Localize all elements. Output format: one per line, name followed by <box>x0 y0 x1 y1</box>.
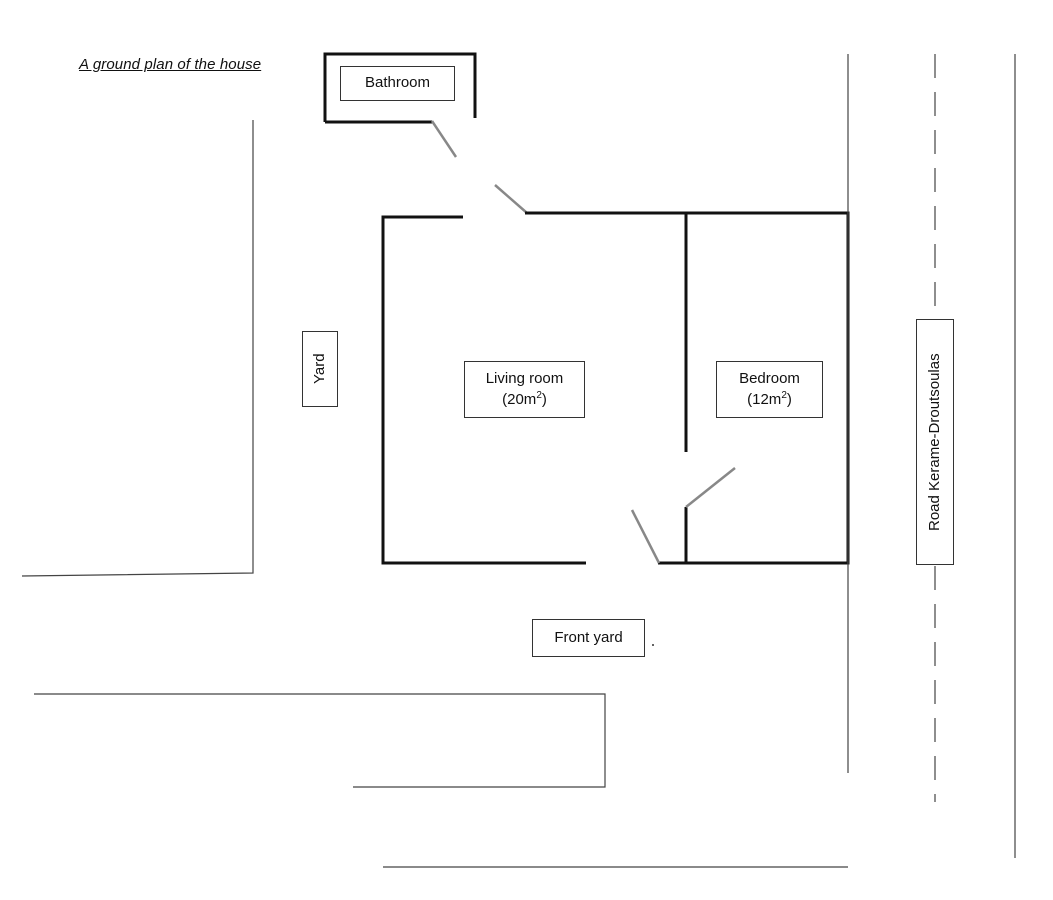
back-door <box>494 184 528 214</box>
living-room-name: Living room <box>485 369 564 387</box>
road-label: Road Kerame-Droutsoulas <box>916 319 954 565</box>
front-yard-label: Front yard <box>532 619 645 657</box>
bathroom-label: Bathroom <box>340 66 455 101</box>
lot-boundary <box>34 693 606 788</box>
yard-boundary <box>21 120 254 577</box>
bedroom-area: (12m2) <box>747 390 792 408</box>
bathroom-door <box>430 120 458 158</box>
bedroom-label: Bedroom (12m2) <box>716 361 823 418</box>
bathroom-wall <box>323 52 477 122</box>
bathroom-name: Bathroom <box>364 74 431 92</box>
living-room-label: Living room (20m2) <box>464 361 585 418</box>
bedroom-door <box>685 467 736 508</box>
front-yard-name: Front yard <box>554 628 623 646</box>
yard-name: Yard <box>310 353 328 385</box>
yard-label: Yard <box>302 331 338 407</box>
house-wall-west <box>381 215 586 565</box>
bedroom-name: Bedroom <box>739 369 800 387</box>
front-door <box>630 509 661 564</box>
plan-title: A ground plan of the house <box>79 56 262 73</box>
living-room-area: (20m2) <box>502 390 547 408</box>
road-name: Road Kerame-Droutsoulas <box>925 353 943 531</box>
speck <box>652 644 654 646</box>
